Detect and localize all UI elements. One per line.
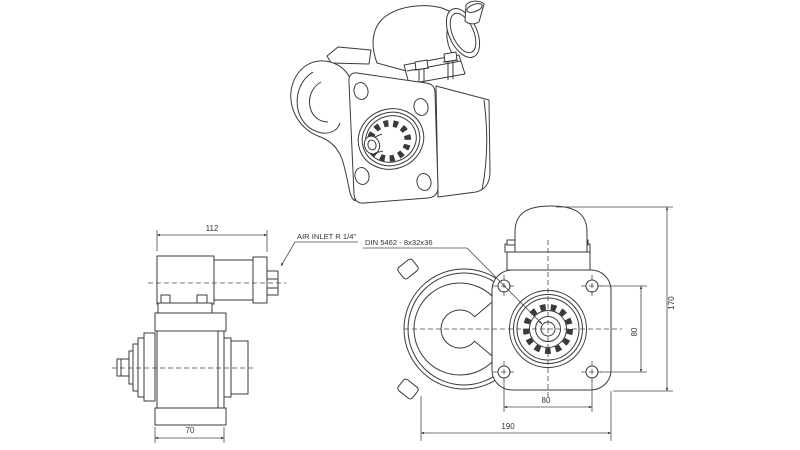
- dim-170-label: 170: [667, 296, 676, 310]
- iso-body: [435, 85, 491, 198]
- dim-190-label: 190: [501, 422, 515, 431]
- front-dome: [514, 205, 588, 253]
- front-flange: [491, 269, 612, 391]
- side-view: 112 70 AIR INLET R 1/4": [112, 224, 358, 443]
- front-casting-lug: [397, 378, 419, 400]
- iso-bolt-hole: [353, 82, 369, 100]
- dimension-80-horizontal: 80: [503, 380, 593, 412]
- dim-80h-label: 80: [542, 396, 551, 405]
- iso-spline-shaft: [357, 108, 425, 170]
- front-dome-tab: [506, 239, 516, 246]
- iso-bolt-right: [442, 51, 459, 80]
- side-shaft-disc: [128, 350, 134, 385]
- air-inlet-callout: AIR INLET R 1/4": [280, 232, 358, 267]
- air-inlet-label: AIR INLET R 1/4": [297, 232, 356, 241]
- din-spline-callout: DIN 5462 - 8x32x36: [363, 238, 543, 325]
- dimension-170: 170: [556, 206, 676, 392]
- dimension-190: 190: [420, 391, 612, 441]
- front-casting-lug: [397, 258, 419, 280]
- front-dome-base: [506, 251, 591, 271]
- side-bracket-tab: [196, 294, 208, 304]
- side-boss: [223, 337, 232, 398]
- side-body-block: [156, 330, 225, 409]
- dim-70-label: 70: [186, 426, 195, 435]
- side-bracket-tab: [160, 294, 171, 304]
- iso-bolt-hole: [413, 98, 429, 116]
- front-c-ring: [413, 282, 496, 376]
- iso-bolt-left: [413, 59, 430, 90]
- side-shaft-stub: [116, 358, 130, 377]
- side-shaft-disc: [132, 343, 139, 392]
- side-top-plate: [154, 312, 227, 332]
- isometric-view: [290, 0, 491, 204]
- iso-casting: [290, 60, 356, 202]
- din-spline-label: DIN 5462 - 8x32x36: [365, 238, 433, 247]
- dim-80v-label: 80: [630, 327, 639, 336]
- side-bracket-plate: [157, 302, 213, 314]
- front-view: DIN 5462 - 8x32x36 80 170 80 190: [363, 205, 676, 441]
- side-shaft-disc: [137, 337, 145, 398]
- side-bottom-plate: [154, 407, 227, 426]
- side-cylinder-step: [213, 259, 254, 301]
- iso-flange: [348, 72, 439, 204]
- iso-bolt-hole: [416, 173, 432, 191]
- dim-112-label: 112: [206, 224, 219, 233]
- side-boss-outer: [230, 340, 249, 395]
- iso-bolt-hole: [354, 167, 370, 185]
- side-shaft-disc: [143, 332, 156, 402]
- dimension-80-vertical: 80: [600, 285, 647, 373]
- dimension-112: 112: [156, 224, 268, 252]
- dimension-70: 70: [154, 426, 225, 443]
- side-cylinder-flange: [252, 256, 268, 304]
- iso-top-lug: [326, 46, 372, 65]
